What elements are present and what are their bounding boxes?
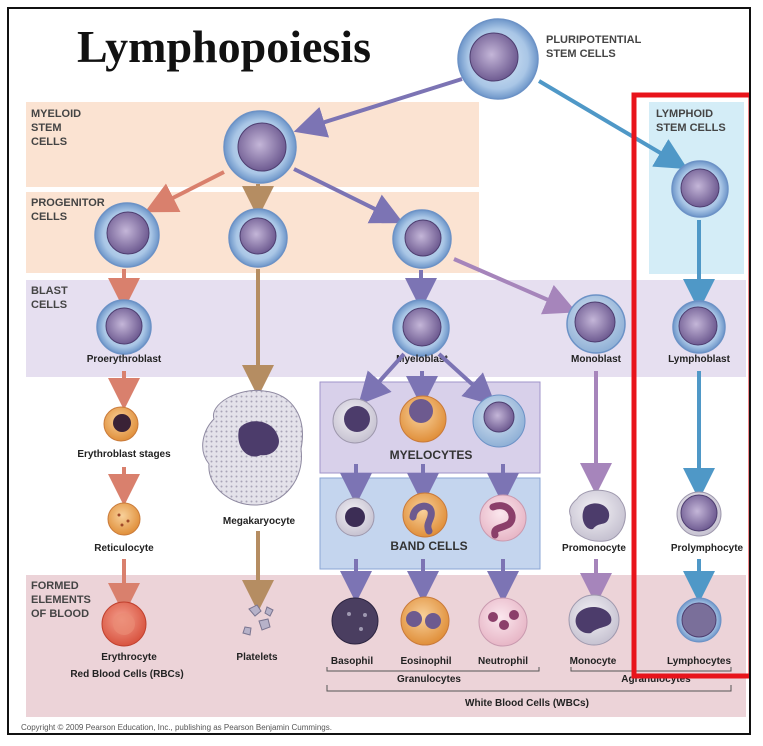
monoblast-cell — [566, 294, 626, 354]
erythrocyte-label: Erythrocyte — [101, 652, 157, 663]
progenitor-cell-megakaryocytic — [228, 208, 288, 268]
promonocyte-label: Promonocyte — [562, 543, 626, 554]
arrow-stem-to-myeloid — [293, 77, 463, 138]
myelocyte-basophilic — [332, 398, 378, 444]
erythrocyte-cell — [101, 601, 147, 647]
rbc-group-label: Red Blood Cells (RBCs) — [70, 669, 183, 680]
pluripotential-stem-cell — [457, 18, 539, 100]
granulocytes-label: Granulocytes — [397, 674, 461, 685]
arrow-myeloid-to-progenitor-1 — [144, 170, 225, 213]
lymphoid-highlight-box — [631, 92, 749, 679]
band-cell-neutrophil — [479, 494, 527, 542]
erythroblast-stages-label: Erythroblast stages — [77, 449, 171, 460]
myelocyte-neutrophilic — [472, 394, 526, 448]
formed-label: FORMED ELEMENTS OF BLOOD — [31, 580, 94, 620]
lymphoid-stem-cell — [671, 160, 729, 218]
arrow-myeloblast-left — [358, 352, 406, 405]
prolymphocyte-cell — [676, 491, 722, 537]
stem-cells-label: PLURIPOTENTIAL STEM CELLS — [546, 34, 644, 60]
reticulocyte-label: Reticulocyte — [94, 543, 154, 554]
eosinophil-cell — [400, 596, 450, 646]
platelets-cells — [242, 604, 274, 636]
arrow-myeloid-to-progenitor-3 — [293, 167, 404, 224]
granulocytes-bracket — [326, 667, 540, 672]
myeloid-label: MYELOID STEM CELLS — [31, 108, 84, 148]
basophil-label: Basophil — [331, 656, 373, 667]
proerythroblast-cell — [96, 299, 152, 355]
agranulocytes-bracket — [570, 667, 732, 672]
myeloblast-cell — [392, 299, 450, 357]
lymphoid-label: LYMPHOID STEM CELLS — [656, 108, 726, 134]
wbc-bracket — [326, 685, 732, 692]
diagram-frame: MYELOID STEM CELLS PROGENITOR CELLS BLAS… — [7, 7, 751, 735]
lymphoblast-label: Lymphoblast — [668, 354, 731, 365]
arrow-myeloblast-right — [437, 352, 496, 406]
agranulocytes-label: Agranulocytes — [621, 674, 691, 685]
erythroblast-cell — [103, 406, 139, 442]
progenitor-cell-erythroid — [94, 202, 160, 268]
monocyte-label: Monocyte — [570, 656, 617, 667]
band-cells-label: BAND CELLS — [390, 539, 467, 553]
monoblast-label: Monoblast — [571, 354, 622, 365]
band-cell-eosinophil — [402, 492, 448, 538]
myelocytes-label: MYELOCYTES — [390, 448, 473, 462]
proerythroblast-label: Proerythroblast — [87, 354, 162, 365]
myeloid-stem-cell — [223, 110, 297, 184]
lymphoblast-cell — [672, 300, 726, 354]
page-title: Lymphopoiesis — [77, 21, 371, 72]
megakaryocyte-label: Megakaryocyte — [223, 516, 296, 527]
progenitor-label: PROGENITOR CELLS — [31, 197, 108, 223]
prolymphocyte-label: Prolymphocyte — [671, 543, 744, 554]
myelocyte-eosinophilic — [399, 395, 447, 443]
lymphopoiesis-diagram: MYELOID STEM CELLS PROGENITOR CELLS BLAS… — [21, 18, 749, 732]
eosinophil-label: Eosinophil — [400, 656, 451, 667]
neutrophil-cell — [478, 597, 528, 647]
myeloblast-label: Myeloblast — [396, 354, 448, 365]
reticulocyte-cell — [107, 502, 141, 536]
neutrophil-label: Neutrophil — [478, 656, 528, 667]
lymphocytes-label: Lymphocytes — [667, 656, 732, 667]
megakaryocyte-cell — [202, 389, 303, 506]
band-cell-basophil — [335, 497, 375, 537]
progenitor-cell-granulocytic — [392, 209, 452, 269]
basophil-cell — [331, 597, 379, 645]
copyright-text: Copyright © 2009 Pearson Education, Inc.… — [21, 723, 332, 732]
lymphocyte-cell — [676, 597, 722, 643]
wbc-group-label: White Blood Cells (WBCs) — [465, 698, 589, 709]
platelets-label: Platelets — [236, 652, 278, 663]
promonocyte-cell — [569, 489, 626, 542]
monocyte-cell — [568, 594, 620, 646]
blast-label: BLAST CELLS — [31, 285, 71, 311]
arrow-stem-to-lymphoid — [537, 79, 688, 170]
arrow-progenitor-to-monoblast — [453, 257, 577, 315]
formed-band — [26, 575, 746, 717]
